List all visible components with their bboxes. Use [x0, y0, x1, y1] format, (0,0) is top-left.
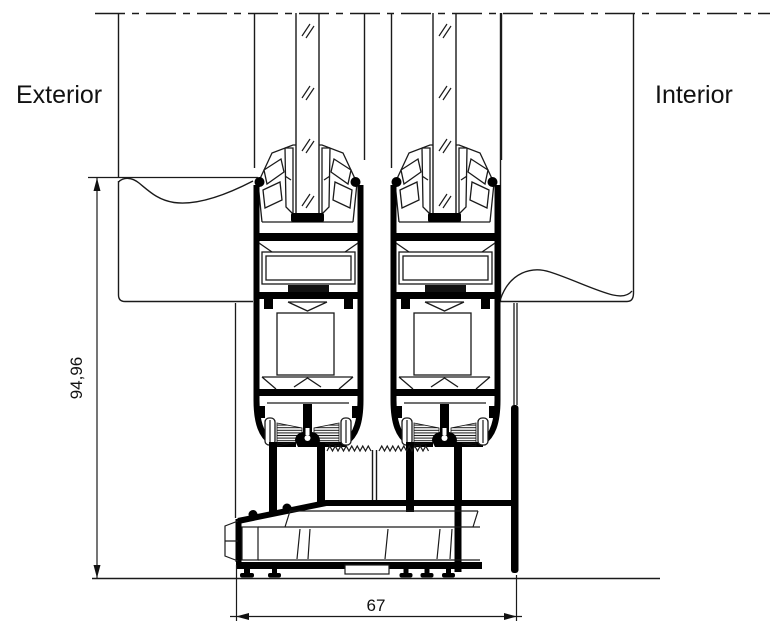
- dimension-height: 94,96: [67, 176, 258, 578]
- interior-frame-upstand: [511, 303, 519, 573]
- exterior-wall-section: [117, 13, 254, 303]
- interior-break-wave: [499, 269, 633, 300]
- center-track-fin: [371, 450, 378, 503]
- center-brush-zigzag: [326, 444, 430, 453]
- sliding-sash-left-section: [254, 13, 365, 512]
- interior-label: Interior: [655, 81, 733, 109]
- height-dimension-value: 94,96: [67, 357, 86, 400]
- sill-feet: [240, 568, 455, 578]
- sash-leg-extension: [454, 505, 462, 572]
- sliding-sash-right-section: [391, 13, 502, 512]
- sill-track-profile: [224, 500, 515, 578]
- exterior-label: Exterior: [16, 81, 102, 109]
- interior-wall-section: [499, 13, 635, 303]
- exterior-break-wave: [118, 177, 254, 204]
- width-dimension-value: 67: [367, 596, 386, 615]
- dimension-width: 67: [230, 565, 522, 621]
